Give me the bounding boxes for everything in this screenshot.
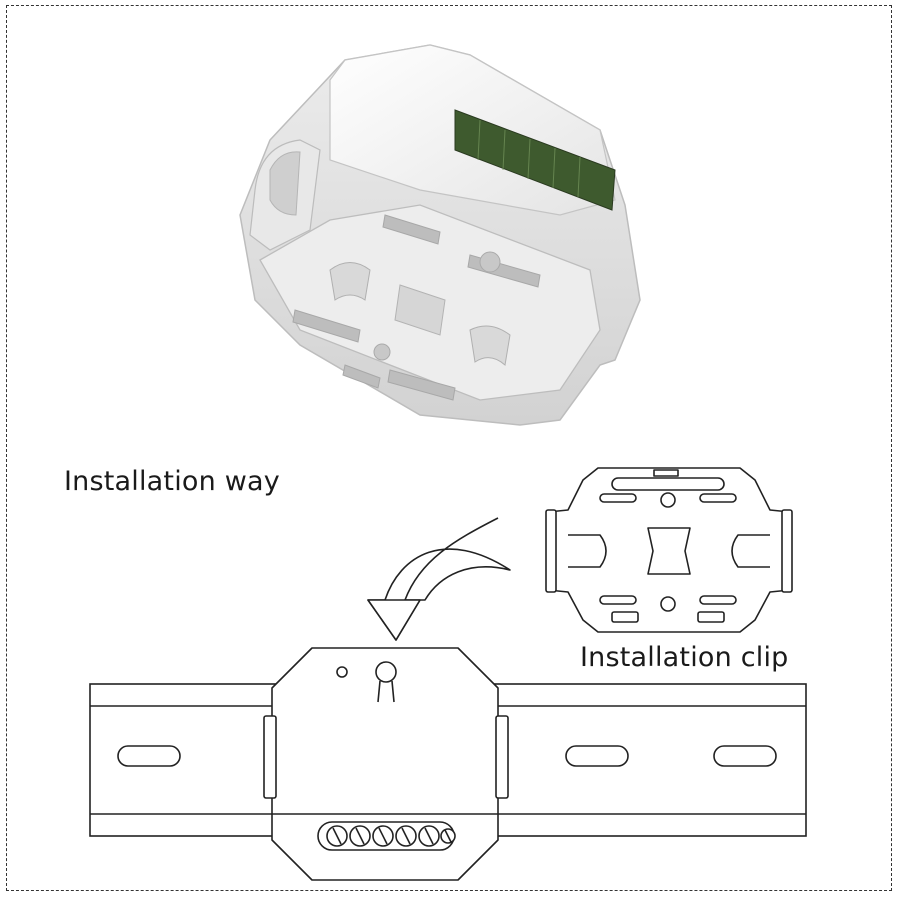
rail-slot: [117, 745, 181, 767]
din-rail: [89, 683, 807, 837]
diagram-border: [6, 5, 892, 891]
module-front-view: [263, 647, 509, 881]
installation-way-label: Installation way: [64, 466, 280, 497]
module-3d-render: [239, 44, 641, 426]
arrow-head: [367, 599, 421, 641]
installation-clip-label: Installation clip: [580, 642, 789, 673]
terminal-screws: [326, 825, 456, 847]
reset-button-icon: [375, 661, 397, 703]
installation-clip-drawing: [545, 467, 793, 633]
led-indicator: [336, 666, 348, 678]
insertion-arrow: [367, 517, 511, 641]
terminal-block: [454, 109, 616, 211]
rail-slot: [713, 745, 777, 767]
rail-slot: [565, 745, 629, 767]
